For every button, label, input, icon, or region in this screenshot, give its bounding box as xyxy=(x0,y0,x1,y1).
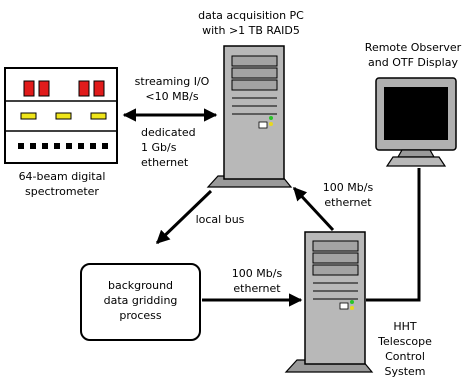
control-display-link-line xyxy=(366,168,421,302)
local-bus-arrow xyxy=(155,189,213,245)
telescope-control-label: HHT Telescope Control System xyxy=(378,320,432,378)
remote-observer-label: Remote Observer and OTF Display xyxy=(364,41,462,69)
dedicated-ethernet-label: dedicated 1 Gb/s ethernet xyxy=(141,126,196,169)
streaming-io-label: streaming I/O <10 MB/s xyxy=(134,75,210,103)
telescope-control-tower-icon xyxy=(284,231,374,373)
acquisition-pc-tower-icon xyxy=(206,45,293,188)
gridding-process-box xyxy=(80,263,201,341)
gridding-control-link-label: 100 Mb/s ethernet xyxy=(231,267,283,295)
local-bus-label: local bus xyxy=(195,213,245,226)
spectrometer-icon xyxy=(4,67,118,164)
control-pc-arrow xyxy=(292,186,335,232)
spectrometer-label: 64-beam digital spectrometer xyxy=(18,170,106,198)
remote-display-monitor-icon xyxy=(375,77,457,167)
pc-control-link-label: 100 Mb/s ethernet xyxy=(322,181,374,209)
acquisition-pc-label: data acquisition PC with >1 TB RAID5 xyxy=(198,9,304,37)
gridding-process-label: background data gridding process xyxy=(103,279,178,322)
